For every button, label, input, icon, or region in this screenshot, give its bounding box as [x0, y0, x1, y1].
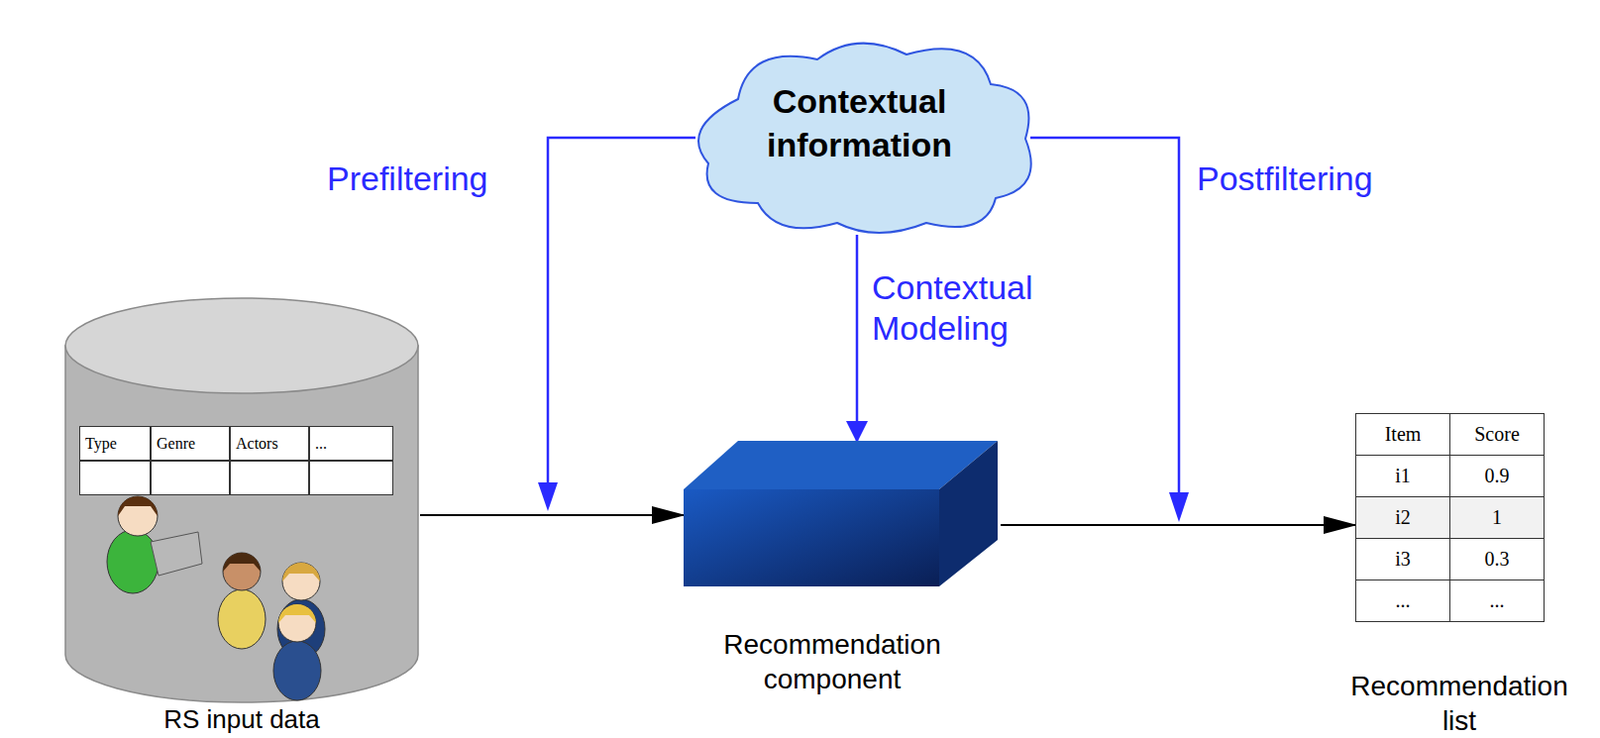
- component-caption: Recommendation component: [713, 627, 952, 697]
- person-hair: [222, 552, 261, 572]
- cloud-node: Contextual information: [678, 29, 1041, 243]
- filter-label: Postfiltering: [1196, 158, 1374, 200]
- database-caption: RS input data: [63, 705, 421, 736]
- table-header-cell: Type: [79, 426, 151, 461]
- table-cell: 1: [1449, 496, 1545, 539]
- cylinder-top: [65, 298, 419, 394]
- component-shape: [683, 440, 1001, 588]
- person-hair: [278, 604, 317, 624]
- edge-label: Contextual Modeling: [871, 267, 1090, 349]
- person-head: [278, 604, 317, 642]
- prefilter-arrowhead: [537, 482, 558, 512]
- table-header-cell: Genre: [150, 426, 230, 461]
- table-cell: 0.9: [1449, 454, 1545, 498]
- person-hair: [282, 562, 320, 582]
- laptop: [150, 532, 203, 576]
- person-head: [222, 552, 261, 591]
- table-cell: i3: [1355, 537, 1451, 581]
- table-cell: ...: [1449, 579, 1545, 623]
- database-node: RS input data TypeGenreActors...: [63, 296, 421, 738]
- component-node: Recommendation component: [683, 440, 1001, 704]
- table-empty-cell: [229, 460, 310, 496]
- list-node: ItemScorei10.9i21i30.3...... Recommendati…: [1340, 413, 1579, 736]
- table-empty-cell: [150, 460, 230, 496]
- person-body: [273, 640, 321, 701]
- database-shape: [63, 296, 421, 705]
- table-cell: i1: [1355, 454, 1451, 498]
- postfilter-arrow: [1030, 137, 1179, 506]
- result-table: ItemScorei10.9i21i30.3......: [1355, 413, 1544, 622]
- person-body: [106, 530, 159, 594]
- table-empty-cell: [309, 460, 394, 496]
- cloud-text: Contextual information: [718, 79, 1001, 167]
- prefilter-arrow: [547, 137, 696, 496]
- list-caption: Recommendation list: [1340, 668, 1579, 738]
- table-cell: 0.3: [1449, 537, 1545, 581]
- flow-arrow: [420, 514, 684, 517]
- table-header-cell: Actors: [229, 426, 310, 461]
- box-front: [683, 489, 940, 587]
- person-hair: [117, 496, 158, 517]
- cloud-outline: [698, 43, 1032, 233]
- filter-label: Prefiltering: [326, 158, 489, 200]
- table-cell: i2: [1355, 496, 1451, 539]
- person-head: [117, 496, 158, 536]
- person-body: [217, 589, 266, 649]
- table-empty-cell: [79, 460, 151, 496]
- table-header-cell: ...: [309, 426, 394, 461]
- cylinder-body: [65, 345, 419, 703]
- table-header-cell: Score: [1449, 413, 1545, 456]
- postfilter-arrowhead: [1169, 492, 1189, 523]
- box-side: [939, 440, 998, 587]
- flow-arrow: [1000, 524, 1356, 527]
- table-cell: ...: [1355, 579, 1451, 623]
- table-header-cell: Item: [1355, 413, 1451, 456]
- person-head: [282, 562, 320, 601]
- modeling-arrow: [855, 234, 859, 441]
